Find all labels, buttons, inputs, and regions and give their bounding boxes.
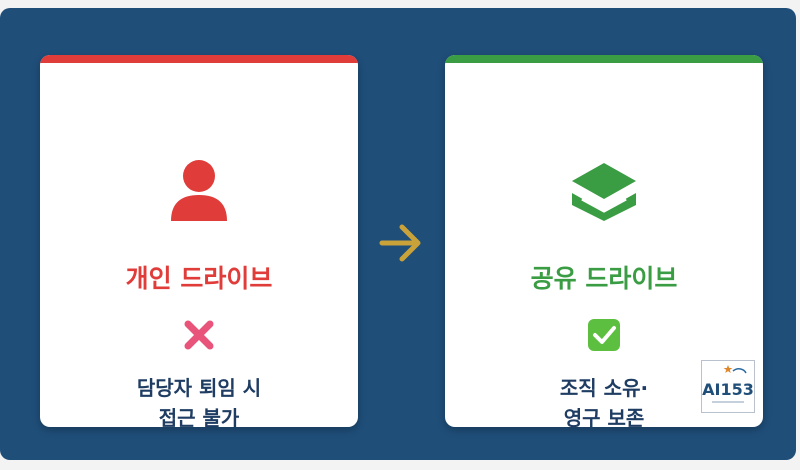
personal-drive-description: 담당자 퇴임 시 접근 불가 (40, 373, 358, 427)
shared-drive-stack-icon (445, 157, 763, 223)
shared-drive-title: 공유 드라이브 (530, 264, 678, 293)
shared-drive-top-bar (445, 55, 763, 63)
personal-drive-description-line-1: 담당자 퇴임 시 (136, 376, 262, 400)
shared-drive-description-line-2: 영구 보존 (563, 406, 645, 427)
check-mark-icon (445, 317, 763, 353)
diagram-panel: 개인 드라이브 담당자 퇴임 시 접근 불가 공유 드라이브 (0, 8, 796, 460)
ai153-logo: AI153 (701, 360, 755, 413)
shared-drive-description: 조직 소유· 영구 보존 (445, 373, 763, 427)
personal-drive-top-bar (40, 55, 358, 63)
personal-drive-description-line-2: 접근 불가 (158, 406, 240, 427)
person-icon (40, 157, 358, 223)
shared-drive-card: 공유 드라이브 조직 소유· 영구 보존 (445, 55, 763, 427)
shared-drive-description-line-1: 조직 소유· (559, 376, 649, 400)
personal-drive-title: 개인 드라이브 (125, 264, 273, 293)
right-arrow-icon (376, 218, 426, 268)
cross-mark-icon (40, 317, 358, 353)
svg-text:AI153: AI153 (702, 380, 754, 399)
personal-drive-card: 개인 드라이브 담당자 퇴임 시 접근 불가 (40, 55, 358, 427)
